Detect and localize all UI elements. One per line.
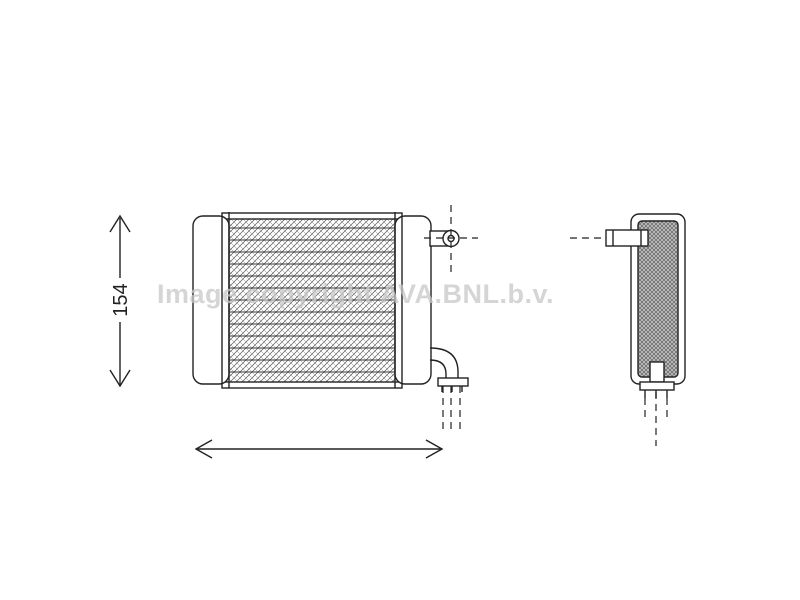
side-outlet-pipe (639, 361, 675, 398)
width-dimension (194, 439, 444, 459)
side-centerlines (570, 237, 668, 446)
front-centerlines (424, 205, 478, 432)
watermark: Image copyright AVA.BNL.b.v. (157, 279, 554, 309)
side-inlet-pipe (605, 229, 649, 247)
height-dimension-label-bg (108, 278, 132, 322)
outlet-pipe (429, 347, 469, 392)
fin-rows (226, 227, 398, 373)
heater-core-front-view (192, 212, 469, 392)
heater-core-side-view (605, 213, 686, 398)
height-dimension-label: 154 (110, 283, 132, 316)
